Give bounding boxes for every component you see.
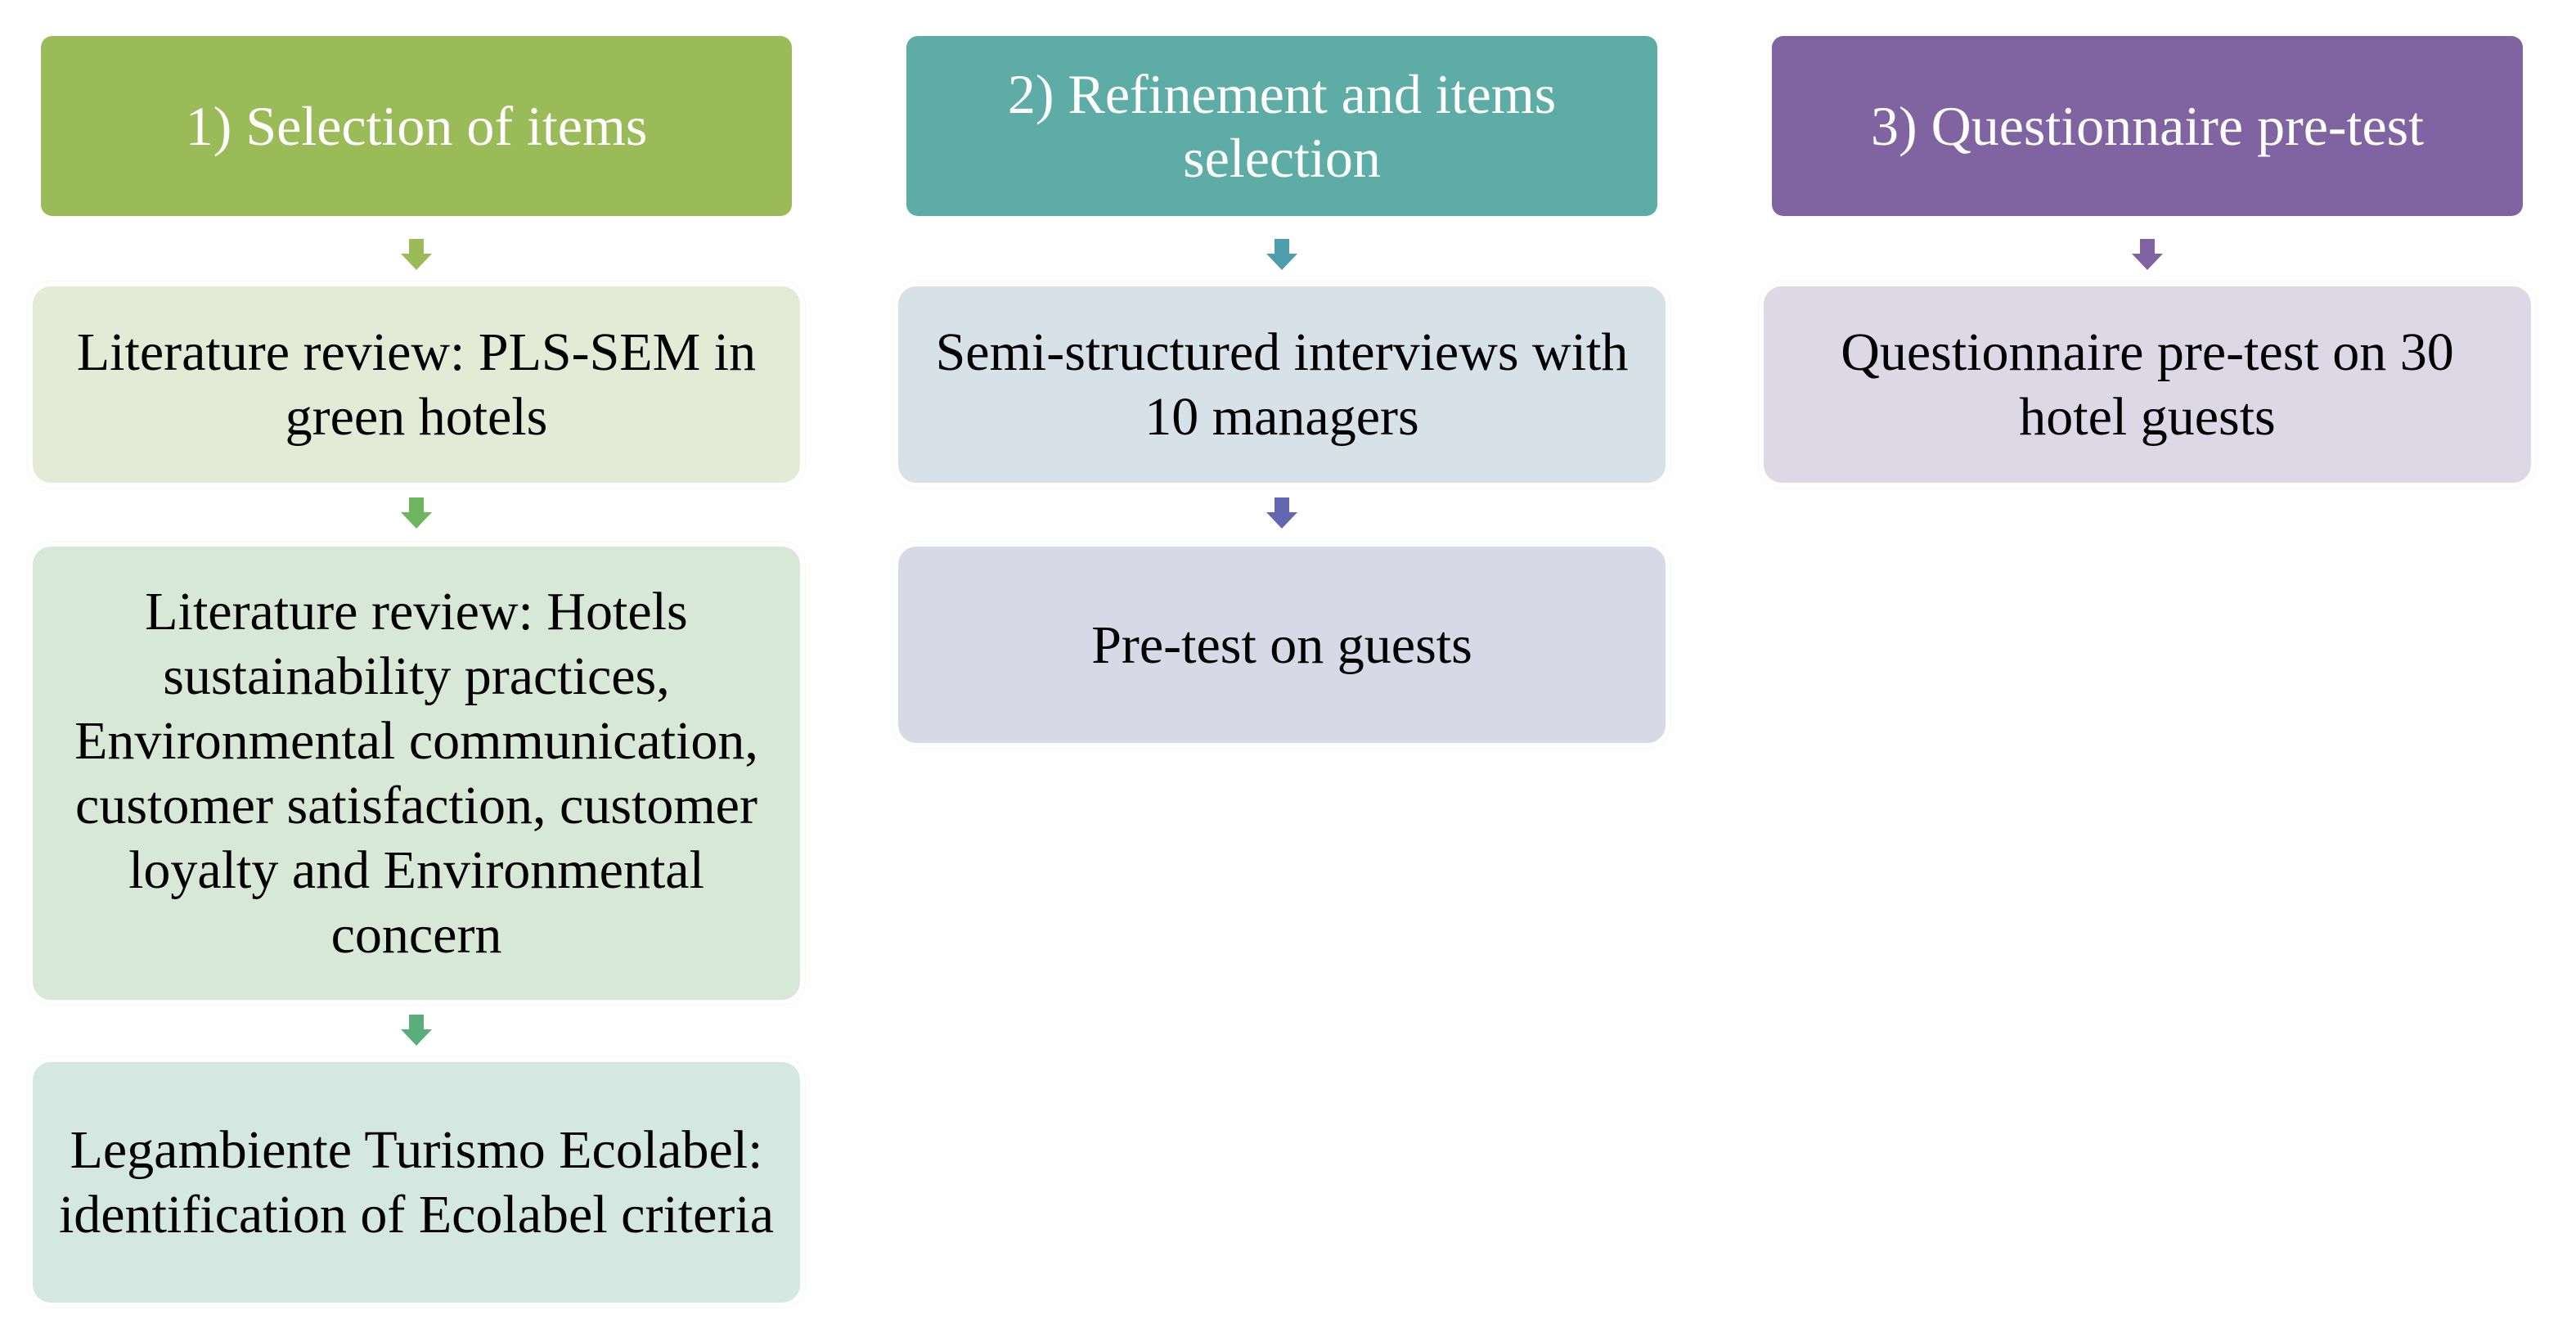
column-1-step-1-text: Literature review: PLS-SEM in green hote… bbox=[76, 322, 757, 447]
column-3-header-text: 3) Questionnaire pre-test bbox=[1871, 95, 2424, 157]
arrow-down-icon bbox=[2132, 239, 2163, 270]
arrow-down-icon bbox=[401, 1015, 432, 1046]
column-2-step-1: Semi-structured interviews with 10 manag… bbox=[893, 281, 1670, 488]
column-2-step-1-text: Semi-structured interviews with 10 manag… bbox=[935, 322, 1629, 447]
column-3-header: 3) Questionnaire pre-test bbox=[1772, 36, 2523, 216]
column-1-step-2: Literature review: Hotels sustainability… bbox=[28, 542, 805, 1005]
column-2-header-text: 2) Refinement and items selection bbox=[1007, 63, 1557, 189]
arrow-down-icon bbox=[1266, 497, 1297, 529]
arrow-down-shape bbox=[1266, 239, 1297, 270]
column-3-step-1-text: Questionnaire pre-test on 30 hotel guest… bbox=[1841, 322, 2454, 447]
arrow-down-icon bbox=[401, 239, 432, 270]
arrow-down-shape bbox=[401, 497, 432, 529]
column-1-step-3-text: Legambiente Turismo Ecolabel: identifica… bbox=[58, 1120, 775, 1245]
arrow-down-icon bbox=[401, 497, 432, 529]
column-2-step-2-text: Pre-test on guests bbox=[1091, 614, 1472, 675]
arrow-down-shape bbox=[401, 1015, 432, 1046]
column-2-step-2: Pre-test on guests bbox=[893, 542, 1670, 748]
column-1-header: 1) Selection of items bbox=[41, 36, 792, 216]
arrow-down-shape bbox=[2132, 239, 2163, 270]
column-1-step-1: Literature review: PLS-SEM in green hote… bbox=[28, 281, 805, 488]
arrow-down-shape bbox=[1266, 497, 1297, 529]
column-1-step-2-text: Literature review: Hotels sustainability… bbox=[74, 582, 758, 965]
column-3-step-1: Questionnaire pre-test on 30 hotel guest… bbox=[1759, 281, 2536, 488]
arrow-down-shape bbox=[401, 239, 432, 270]
column-1-header-text: 1) Selection of items bbox=[185, 95, 648, 157]
column-2-header: 2) Refinement and items selection bbox=[906, 36, 1657, 216]
arrow-down-icon bbox=[1266, 239, 1297, 270]
column-1-step-3: Legambiente Turismo Ecolabel: identifica… bbox=[28, 1057, 805, 1308]
